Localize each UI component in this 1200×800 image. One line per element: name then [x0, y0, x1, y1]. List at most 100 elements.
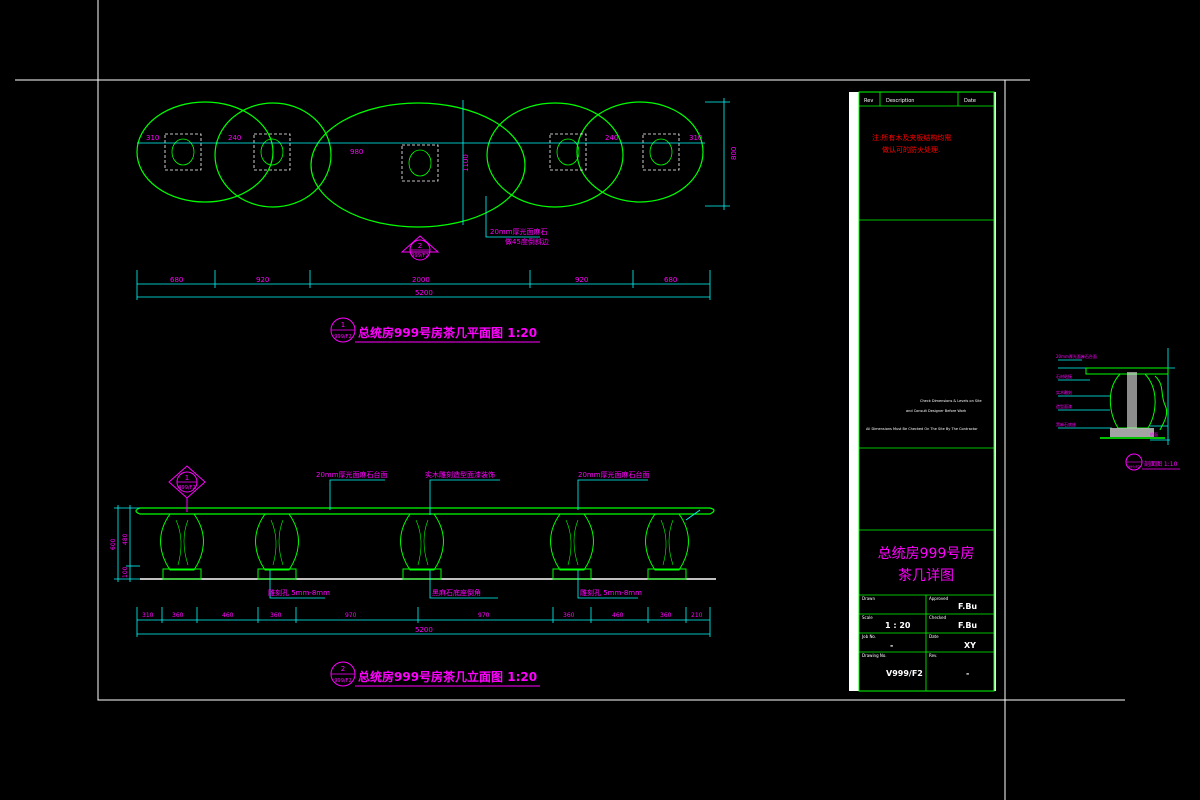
plan-dim-bottom-4: 920 [575, 276, 588, 284]
elevation-carved-legs [160, 513, 689, 580]
plan-title-block: 1 999/F2 总统房999号房茶几平面图 1:20 [330, 317, 540, 343]
plan-dim-bottom-1: 680 [170, 276, 183, 284]
section-marker-ref: 999/F2 [1128, 465, 1140, 469]
elevation-dim-bottom-2: 360 [172, 612, 184, 619]
sheet-border [97, 79, 1006, 701]
plan-marker-ref: 999/F2 [334, 334, 351, 340]
elevation-title-block: 2 999/F2 总统房999号房茶几立面图 1:20 [330, 661, 540, 687]
elevation-dim-bottom-5: 970 [345, 612, 357, 619]
elevation-note-top-right: 20mm厚光面麻石台面 [578, 470, 650, 479]
tb-drawing-title-2: 茶几详图 [898, 568, 954, 584]
elevation-leg-carving [175, 519, 674, 566]
tb-rev-value: - [966, 669, 969, 678]
tb-approved-label: Approved [929, 596, 949, 601]
elevation-dim-bottom-6: 970 [478, 612, 490, 619]
tb-approved-value: F.Bu [958, 602, 977, 611]
plan-dim-top-2: 240 [228, 134, 241, 142]
plan-marker-num: 1 [341, 321, 345, 329]
elevation-note-bottom-right: 雕刻孔 5mm-8mm [580, 588, 642, 597]
plan-leader-note-2: 做45度倒斜边 [505, 237, 549, 246]
tb-job-label: Job No. [861, 634, 876, 639]
plan-section-marker-num: 2 [418, 242, 422, 250]
plan-leader-note-1: 20mm厚光面麻石 [490, 227, 548, 236]
elevation-dim-chain [136, 607, 711, 637]
plan-centerlines [137, 100, 705, 225]
tb-date-value: XY [964, 641, 976, 650]
plan-dim-right [705, 98, 730, 210]
elevation-view: 20mm厚光面麻石台面 实木雕刻造型面漆装饰 20mm厚光面麻石台面 雕刻孔 5… [110, 465, 716, 687]
plan-section-marker: 2 999/F2 [400, 235, 440, 261]
plan-dim-top-4: 240 [605, 134, 618, 142]
plan-section-marker-ref: 999/F2 [411, 253, 428, 259]
plan-view: 310 240 980 240 310 1100 800 20mm厚光面麻石 做… [136, 98, 738, 343]
plan-leg-rings [171, 138, 673, 177]
plan-leader [485, 196, 540, 238]
elevation-dim-bottom-1: 310 [142, 612, 154, 619]
tb-drawing-title-1: 总统房999号房 [878, 546, 975, 562]
tb-drawn-label: Drawn [862, 596, 875, 601]
tb-drawing-no-label: Drawing No. [862, 653, 887, 658]
section-wood-core [1127, 372, 1137, 428]
elevation-title: 总统房999号房茶几立面图 1:20 [358, 669, 537, 684]
elevation-dim-bottom-7: 360 [563, 612, 575, 619]
section-title-block: 999/F2 剖面图 1:10 [1125, 453, 1180, 471]
plan-dim-bottom-2: 920 [256, 276, 269, 284]
title-block: Rev Description Date 注:所有木及夹板结构均需 做认可的防火… [849, 91, 996, 692]
elevation-tabletop [135, 507, 715, 515]
section-note-6: 地面 [1150, 431, 1158, 437]
tb-note-line1: 注:所有木及夹板结构均需 [872, 133, 951, 142]
plan-tabletop-outlines [136, 101, 704, 228]
tb-note-line2: 做认可的防火处理. [882, 145, 940, 154]
elevation-section-marker-ref: 999/F2 [178, 485, 195, 491]
elevation-dim-bottom-4: 360 [270, 612, 282, 619]
plan-dim-right-label: 800 [730, 147, 738, 160]
plan-dim-top-3: 980 [350, 148, 363, 156]
tb-small-line3: All Dimensions Must Be Checked On The Si… [866, 427, 978, 431]
elevation-note-bottom-mid: 黑麻石底座倒角 [432, 588, 481, 597]
elevation-section-marker: 1 999/F2 [168, 465, 206, 512]
tb-rev-label: Rev. [929, 653, 937, 658]
elevation-note-bottom-left: 雕刻孔 5mm-8mm [268, 588, 330, 597]
plan-dim-bottom-5: 680 [664, 276, 677, 284]
elevation-marker-num: 2 [341, 665, 345, 673]
tb-checked-label: Checked [929, 615, 947, 620]
elevation-dim-bottom-10: 210 [691, 612, 703, 619]
elevation-dim-left-mid: 480 [122, 533, 129, 545]
plan-dim-top-1: 310 [146, 134, 159, 142]
elevation-dim-left-total: 600 [110, 538, 117, 550]
tb-scale-label: Scale [862, 615, 873, 620]
section-note-4: 造型面漆 [1056, 403, 1072, 409]
plan-dim-chain [136, 270, 711, 300]
plan-dim-height: 1100 [462, 154, 470, 172]
elevation-section-marker-num: 1 [185, 474, 189, 482]
elevation-note-top-mid: 实木雕刻造型面漆装饰 [425, 470, 495, 479]
elevation-dim-left [114, 505, 140, 582]
elevation-note-top-left: 20mm厚光面麻石台面 [316, 470, 388, 479]
elevation-dim-left-bottom: 100 [122, 566, 129, 578]
tb-rev-header: Rev [864, 98, 873, 104]
tb-small-line1: Check Dimensions & Levels on Site [920, 399, 982, 403]
elevation-leaders [269, 479, 701, 599]
tb-checked-value: F.Bu [958, 621, 977, 630]
tb-job-value: - [890, 641, 893, 650]
tb-small-line2: and Consult Designer Before Work [906, 409, 967, 413]
section-note-2: 石材粘接 [1056, 373, 1072, 379]
tb-desc-header: Description [886, 98, 914, 104]
plan-dim-total: 5200 [415, 289, 433, 297]
elevation-marker-ref: 999/F2 [334, 678, 351, 684]
section-note-3: 实木雕刻 [1056, 389, 1072, 395]
elevation-dim-bottom-8: 460 [612, 612, 624, 619]
tb-scale-value: 1 : 20 [885, 621, 911, 630]
section-note-5: 黑麻石底座 [1056, 421, 1076, 427]
tb-drawing-no-value: V999/F2 [886, 669, 923, 678]
elevation-dim-total: 5200 [415, 626, 433, 634]
plan-title: 总统房999号房茶几平面图 1:20 [358, 325, 537, 340]
tb-date-label: Date [929, 634, 939, 639]
elevation-dim-bottom-3: 460 [222, 612, 234, 619]
plan-dim-top-5: 310 [689, 134, 702, 142]
section-detail: 20mm厚光面麻石台面 石材粘接 实木雕刻 造型面漆 黑麻石底座 地面 999/… [1056, 348, 1180, 471]
elevation-dim-bottom-9: 360 [660, 612, 672, 619]
section-title: 剖面图 1:10 [1144, 460, 1178, 468]
section-note-1: 20mm厚光面麻石台面 [1056, 353, 1097, 359]
